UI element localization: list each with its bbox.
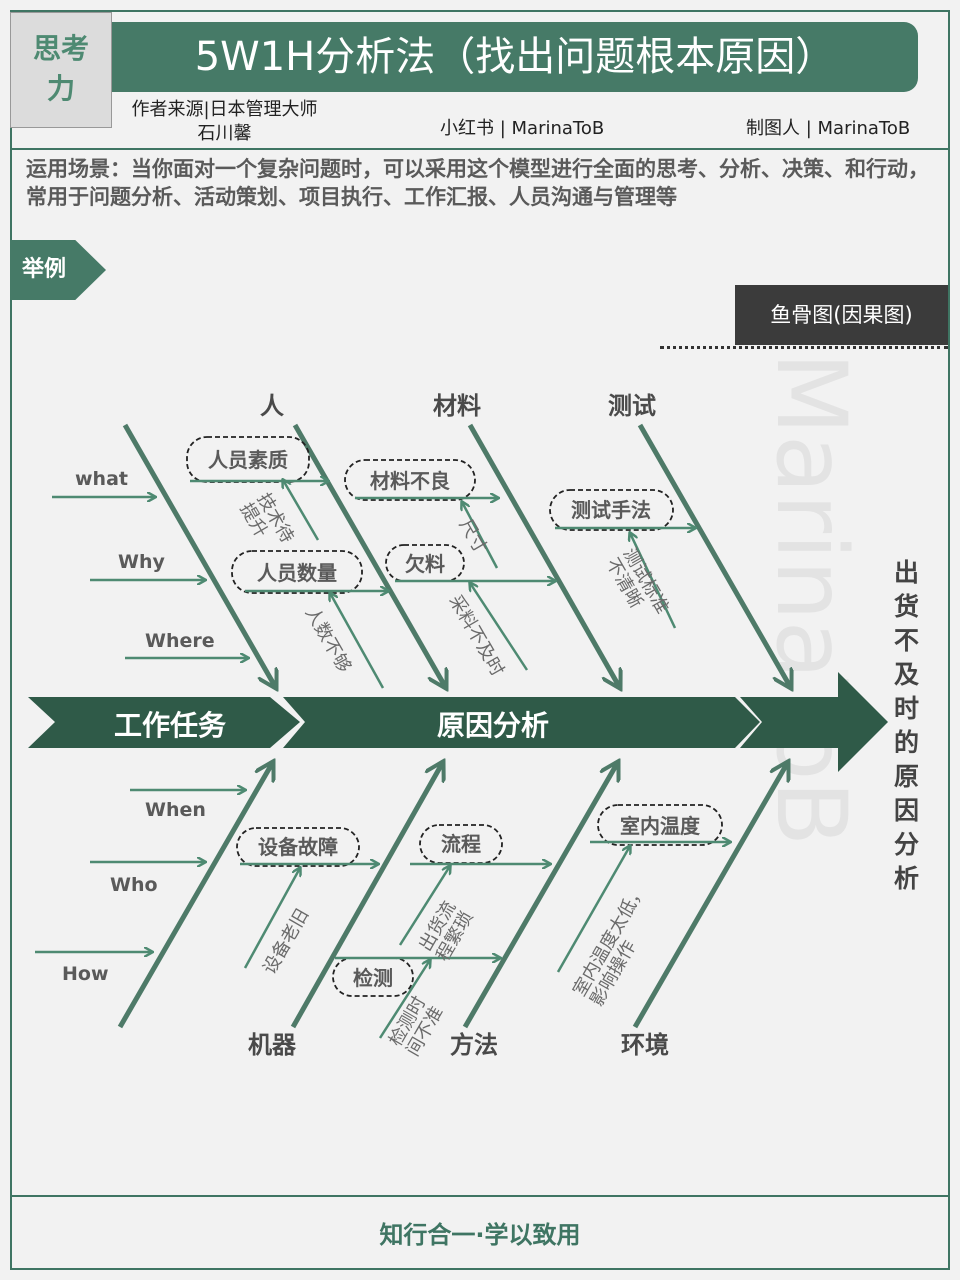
usage-text: 运用场景：当你面对一个复杂问题时，可以采用这个模型进行全面的思考、分析、决策、和…	[26, 157, 929, 209]
watermark: MarinaToB	[755, 352, 867, 846]
question-what: what	[75, 468, 128, 490]
category-test: 测试	[608, 392, 656, 420]
bone-method	[290, 762, 443, 1029]
question-where: Where	[145, 630, 215, 652]
cause-machine-fault: 设备故障	[258, 835, 338, 859]
footer-slogan: 知行合一·学以致用	[379, 1221, 581, 1249]
cause-material-bad: 材料不良	[370, 469, 450, 493]
spine-label-analysis: 原因分析	[437, 709, 549, 742]
cause-process: 流程	[441, 832, 481, 856]
spine-segment-1	[28, 697, 300, 748]
divider	[12, 148, 948, 150]
question-why: Why	[118, 551, 165, 573]
author-line2: 石川馨	[197, 123, 252, 144]
category-material: 材料	[433, 392, 481, 420]
fishbone-tag: 鱼骨图(因果图)	[735, 285, 948, 345]
sub-arrow-test-method	[630, 533, 677, 629]
fish-head-label: 出货不及时的原因分析	[894, 558, 920, 893]
author-info: 作者来源|日本管理大师 石川馨	[122, 98, 327, 146]
category-method: 方法	[450, 1031, 498, 1059]
cause-box-temperature	[597, 804, 723, 846]
category-person: 人	[260, 392, 284, 420]
maker-credit: 制图人 | MarinaToB	[746, 118, 911, 139]
cause-person-quality: 人员素质	[208, 448, 288, 472]
sub-arrow-process	[398, 866, 450, 946]
cause-box-material-short	[385, 544, 465, 582]
author-line1: 作者来源|日本管理大师	[131, 99, 318, 120]
sub-arrow-inspection	[378, 960, 430, 1039]
dotted-divider	[660, 346, 948, 349]
category-environment: 环境	[621, 1031, 669, 1059]
spine-segment-2	[283, 697, 760, 748]
bone-environment	[632, 762, 788, 1029]
cause-box-process	[419, 824, 503, 864]
page-title: 5W1H分析法（找出问题根本原因）	[112, 22, 918, 92]
question-when: When	[145, 799, 206, 821]
bone-fourth	[637, 423, 791, 688]
sub-arrow-machine-fault	[243, 868, 300, 969]
category-machine: 机器	[248, 1031, 297, 1059]
bone-machine	[117, 762, 273, 1029]
spine-head-arrow	[740, 672, 888, 772]
bone-person	[122, 423, 276, 688]
footer-divider	[12, 1195, 948, 1197]
question-how: How	[62, 963, 109, 985]
thinking-badge: 思考 力	[10, 12, 112, 128]
cause-temperature: 室内温度	[620, 814, 701, 838]
cause-person-count: 人员数量	[257, 561, 337, 585]
sub-arrow-material-bad	[462, 502, 499, 569]
cause-test-method: 测试手法	[571, 498, 651, 522]
cause-box-person-quality	[186, 436, 310, 483]
bone-test	[467, 423, 620, 688]
sub-arrow-material-short	[470, 583, 529, 671]
badge-line1: 思考	[32, 32, 89, 65]
badge-line2: 力	[46, 72, 75, 105]
cause-box-person-count	[231, 550, 363, 594]
spine-label-task: 工作任务	[114, 709, 226, 742]
cause-material-short: 欠料	[405, 552, 445, 576]
cause-inspection: 检测	[353, 966, 393, 990]
cause-box-test-method	[549, 489, 674, 531]
page-frame	[10, 10, 950, 1270]
sub-arrow-person-quality	[283, 480, 320, 541]
bone-execution	[462, 762, 618, 1029]
question-who: Who	[110, 874, 158, 896]
xiaohongshu-credit: 小红书 | MarinaToB	[440, 118, 605, 139]
cause-box-material-bad	[344, 459, 476, 501]
sub-arrow-person-count	[330, 593, 385, 689]
sub-arrow-temperature	[556, 846, 630, 973]
bone-material	[292, 423, 446, 688]
